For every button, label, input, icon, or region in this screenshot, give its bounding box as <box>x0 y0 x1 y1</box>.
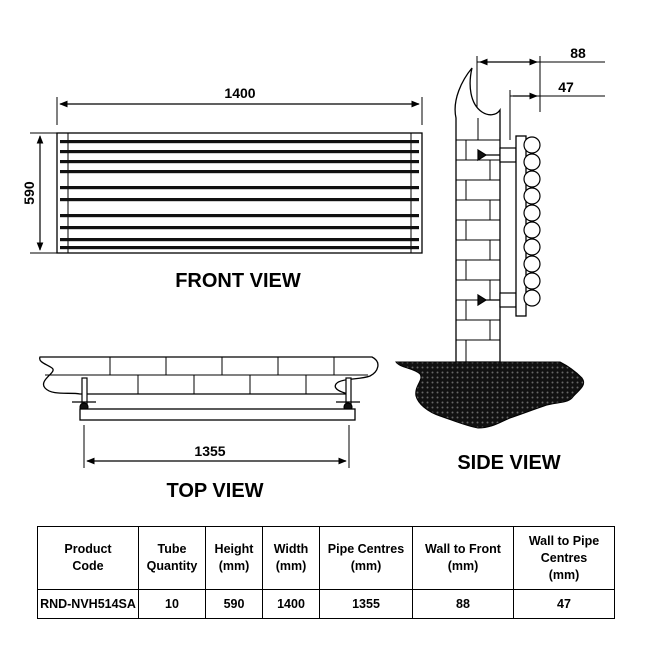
header-text-line: Centres <box>540 550 588 565</box>
cell-tube-quantity: 10 <box>138 589 206 619</box>
cell-wall-to-front: 88 <box>412 589 514 619</box>
top-view: 1355 TOP VIEW <box>39 356 379 502</box>
side-wall-to-pipe-label: 47 <box>558 79 574 95</box>
header-text-line: (mm) <box>548 567 580 582</box>
header-width: Width (mm) <box>262 526 320 590</box>
header-text-line: (mm) <box>275 559 307 573</box>
header-text-line: Code <box>72 559 104 573</box>
top-view-bricks <box>45 357 368 394</box>
cell-wall-to-pipe-centres: 47 <box>513 589 615 619</box>
side-view-brackets <box>477 147 517 308</box>
front-width-label: 1400 <box>224 85 255 101</box>
side-view-floor <box>395 361 585 429</box>
table-row: RND-NVH514SA 10 590 1400 1355 88 47 <box>37 589 615 619</box>
cell-width: 1400 <box>262 589 320 619</box>
header-text-line: Height <box>214 542 254 556</box>
front-height-label: 590 <box>21 181 37 205</box>
side-view: 88 47 <box>395 45 605 474</box>
header-text-line: Product <box>64 542 112 556</box>
top-view-title: TOP VIEW <box>166 480 263 502</box>
header-wall-to-front: Wall to Front (mm) <box>412 526 514 590</box>
header-text-line: Pipe Centres <box>327 542 405 556</box>
front-view-title: FRONT VIEW <box>175 270 301 292</box>
header-height: Height (mm) <box>205 526 263 590</box>
header-text-line: Tube <box>157 542 187 556</box>
side-wall-to-front-label: 88 <box>570 45 586 61</box>
header-text-line: Width <box>273 542 309 556</box>
cell-pipe-centres: 1355 <box>319 589 413 619</box>
header-pipe-centres: Pipe Centres (mm) <box>319 526 413 590</box>
radiator-tubes <box>60 140 419 250</box>
header-text-line: Wall to Front <box>425 542 501 556</box>
side-view-tubes <box>523 136 541 307</box>
header-text-line: (mm) <box>447 559 479 573</box>
side-view-wall <box>454 67 501 363</box>
top-pipe-centres-label: 1355 <box>194 443 225 459</box>
front-view: 1400 590 FRONT VIEW <box>21 85 423 292</box>
top-view-radiator <box>79 408 356 421</box>
cell-height: 590 <box>205 589 263 619</box>
cell-product-code: RND-NVH514SA <box>37 589 139 619</box>
header-text-line: (mm) <box>350 559 382 573</box>
header-text-line: Quantity <box>146 559 198 573</box>
header-text-line: (mm) <box>218 559 250 573</box>
side-view-title: SIDE VIEW <box>457 452 560 474</box>
header-text-line: Wall to Pipe <box>528 533 600 548</box>
